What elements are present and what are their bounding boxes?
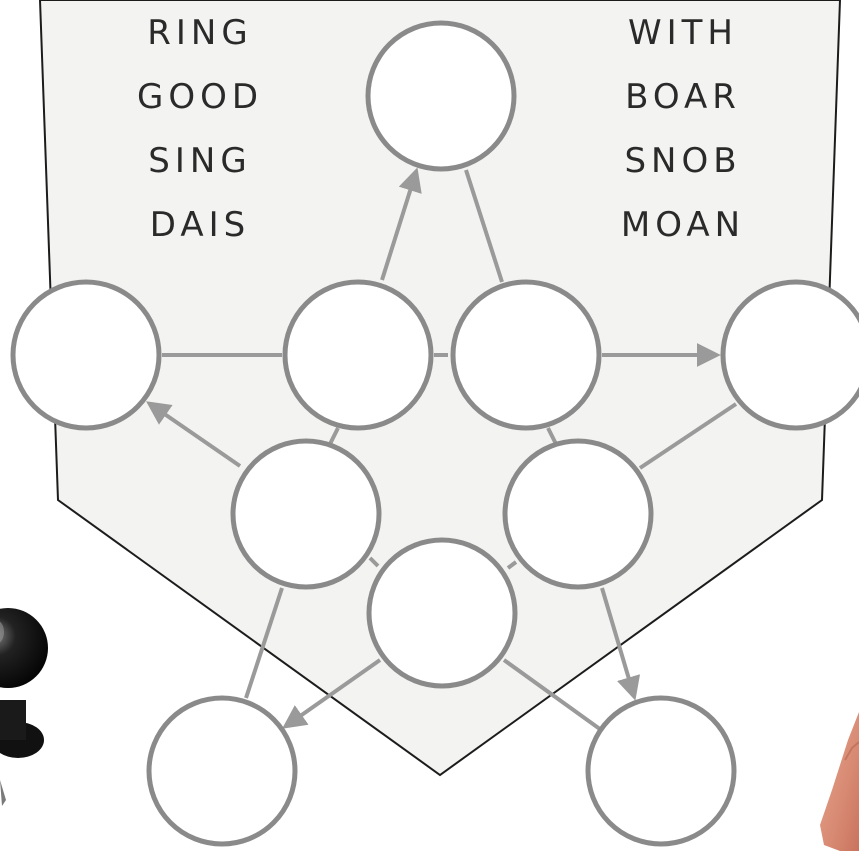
connector-line	[368, 556, 380, 568]
left-word: RING	[147, 13, 252, 53]
black-ball-handle-icon	[0, 608, 48, 806]
node-upper-right-inner[interactable]	[450, 279, 602, 431]
node-top[interactable]	[365, 20, 517, 172]
connector-line	[546, 427, 558, 445]
right-word: WITH	[628, 13, 738, 53]
connector-line	[506, 560, 518, 570]
node-bottom-left[interactable]	[146, 695, 298, 847]
connector-line	[502, 658, 606, 734]
node-middle-left[interactable]	[230, 438, 382, 590]
node-center[interactable]	[366, 537, 518, 689]
connector-line	[638, 402, 738, 470]
node-bottom-right[interactable]	[585, 695, 737, 847]
connector-arrow	[282, 658, 382, 729]
node-upper-left-inner[interactable]	[282, 279, 434, 431]
node-upper-right-outer[interactable]	[720, 279, 859, 431]
right-word: BOAR	[625, 77, 741, 117]
left-word: SING	[148, 141, 251, 181]
connectors	[146, 167, 738, 734]
connector-line	[244, 587, 284, 699]
nodes	[10, 20, 859, 847]
connector-line	[328, 427, 340, 445]
right-word-list: WITH BOAR SNOB MOAN	[621, 13, 745, 245]
right-word: SNOB	[624, 141, 741, 181]
connector-arrow	[380, 167, 422, 281]
right-word: MOAN	[621, 205, 745, 245]
connector-arrow	[600, 587, 641, 701]
left-word: DAIS	[150, 205, 250, 245]
left-word-list: RING GOOD SING DAIS	[137, 13, 263, 245]
left-word: GOOD	[137, 77, 263, 117]
pink-stone-icon	[820, 712, 859, 851]
node-middle-right[interactable]	[502, 438, 654, 590]
connector-arrow	[146, 401, 242, 468]
node-upper-left-outer[interactable]	[10, 279, 162, 431]
connector-line	[464, 169, 504, 283]
